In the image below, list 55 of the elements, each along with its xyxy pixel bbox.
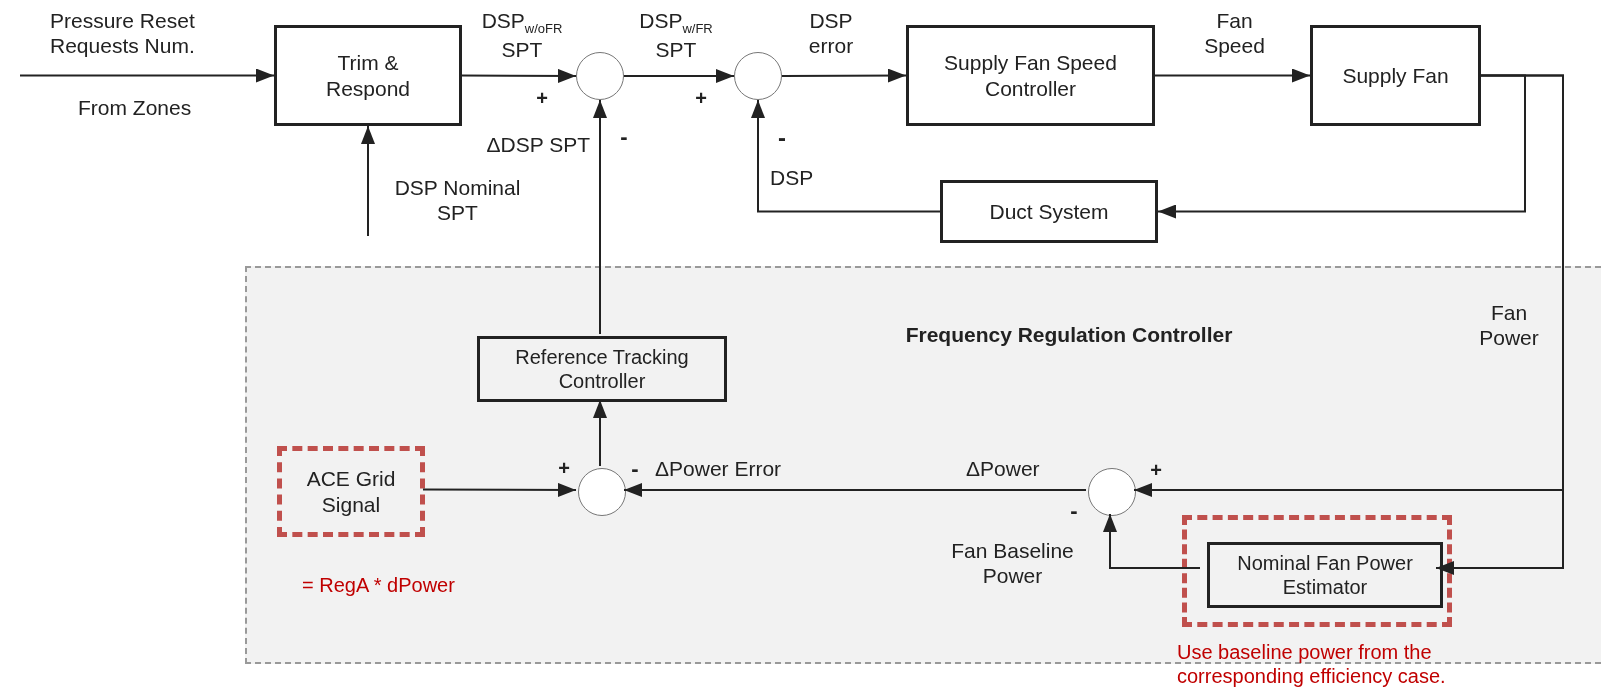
process-box — [940, 180, 1158, 243]
summing-junction — [734, 52, 782, 100]
sign-label: - — [777, 124, 787, 153]
arrow — [19, 68, 275, 83]
edge-label: Pressure Reset Requests Num. — [50, 8, 196, 59]
sign-label: + — [557, 456, 571, 480]
edge-label: DSP$_{w/oFR}$ SPT — [480, 8, 564, 62]
note-text: = RegA * dPower — [302, 573, 456, 597]
note-text: Use baseline power from the corresponding efficiency case. — [1177, 640, 1447, 688]
summing-junction — [1088, 468, 1136, 516]
process-box — [1310, 25, 1481, 126]
edge-label: DSP error — [807, 8, 855, 59]
box-label: Trim & Respond — [324, 50, 412, 101]
arrow — [361, 125, 375, 237]
edge-label: DSP Nominal SPT — [393, 175, 522, 226]
process-box — [1207, 542, 1443, 608]
arrow — [1157, 74, 1526, 219]
box-label: Duct System — [989, 198, 1109, 225]
arrow — [1435, 74, 1564, 575]
edge-label: Fan Power — [1478, 300, 1540, 351]
arrow — [751, 99, 941, 213]
arrow — [593, 399, 607, 467]
summing-junction — [576, 52, 624, 100]
arrow — [1154, 68, 1311, 83]
edge-label: Fan Speed — [1203, 8, 1266, 59]
sign-label: - — [630, 456, 640, 483]
edge-label: Fan Baseline Power — [950, 538, 1075, 589]
process-box — [477, 336, 727, 402]
box-label: Supply Fan Speed Controller — [943, 50, 1118, 101]
edge-label: ΔDSP SPT — [485, 132, 590, 158]
arrow — [593, 99, 607, 335]
signal-label: From Zones — [78, 95, 193, 121]
sign-label: - — [1069, 498, 1079, 525]
arrow — [461, 68, 577, 83]
summing-junction — [578, 468, 626, 516]
sign-label: + — [535, 86, 549, 110]
arrow — [623, 483, 1087, 497]
process-box — [274, 25, 462, 126]
process-box — [906, 25, 1155, 126]
sign-label: + — [1149, 458, 1163, 482]
edge-label: DSP$_{w/FR}$ SPT — [638, 8, 714, 62]
edge-label: ΔPower — [966, 456, 1041, 482]
arrow — [623, 69, 735, 83]
arrow — [422, 482, 577, 497]
region-title: Frequency Regulation Controller — [905, 322, 1233, 348]
box-label: ACE Grid Signal — [305, 466, 397, 517]
box-label: Supply Fan — [1342, 62, 1449, 89]
arrow — [1103, 513, 1201, 569]
box-label: Nominal Fan Power Estimator — [1236, 551, 1414, 599]
arrow — [781, 68, 907, 83]
sign-label: - — [619, 124, 629, 151]
signal-label: ΔPower Error — [655, 456, 783, 482]
sign-label: + — [694, 86, 708, 110]
box-label: Reference Tracking Controller — [514, 345, 690, 393]
edge-label: DSP — [770, 165, 815, 191]
